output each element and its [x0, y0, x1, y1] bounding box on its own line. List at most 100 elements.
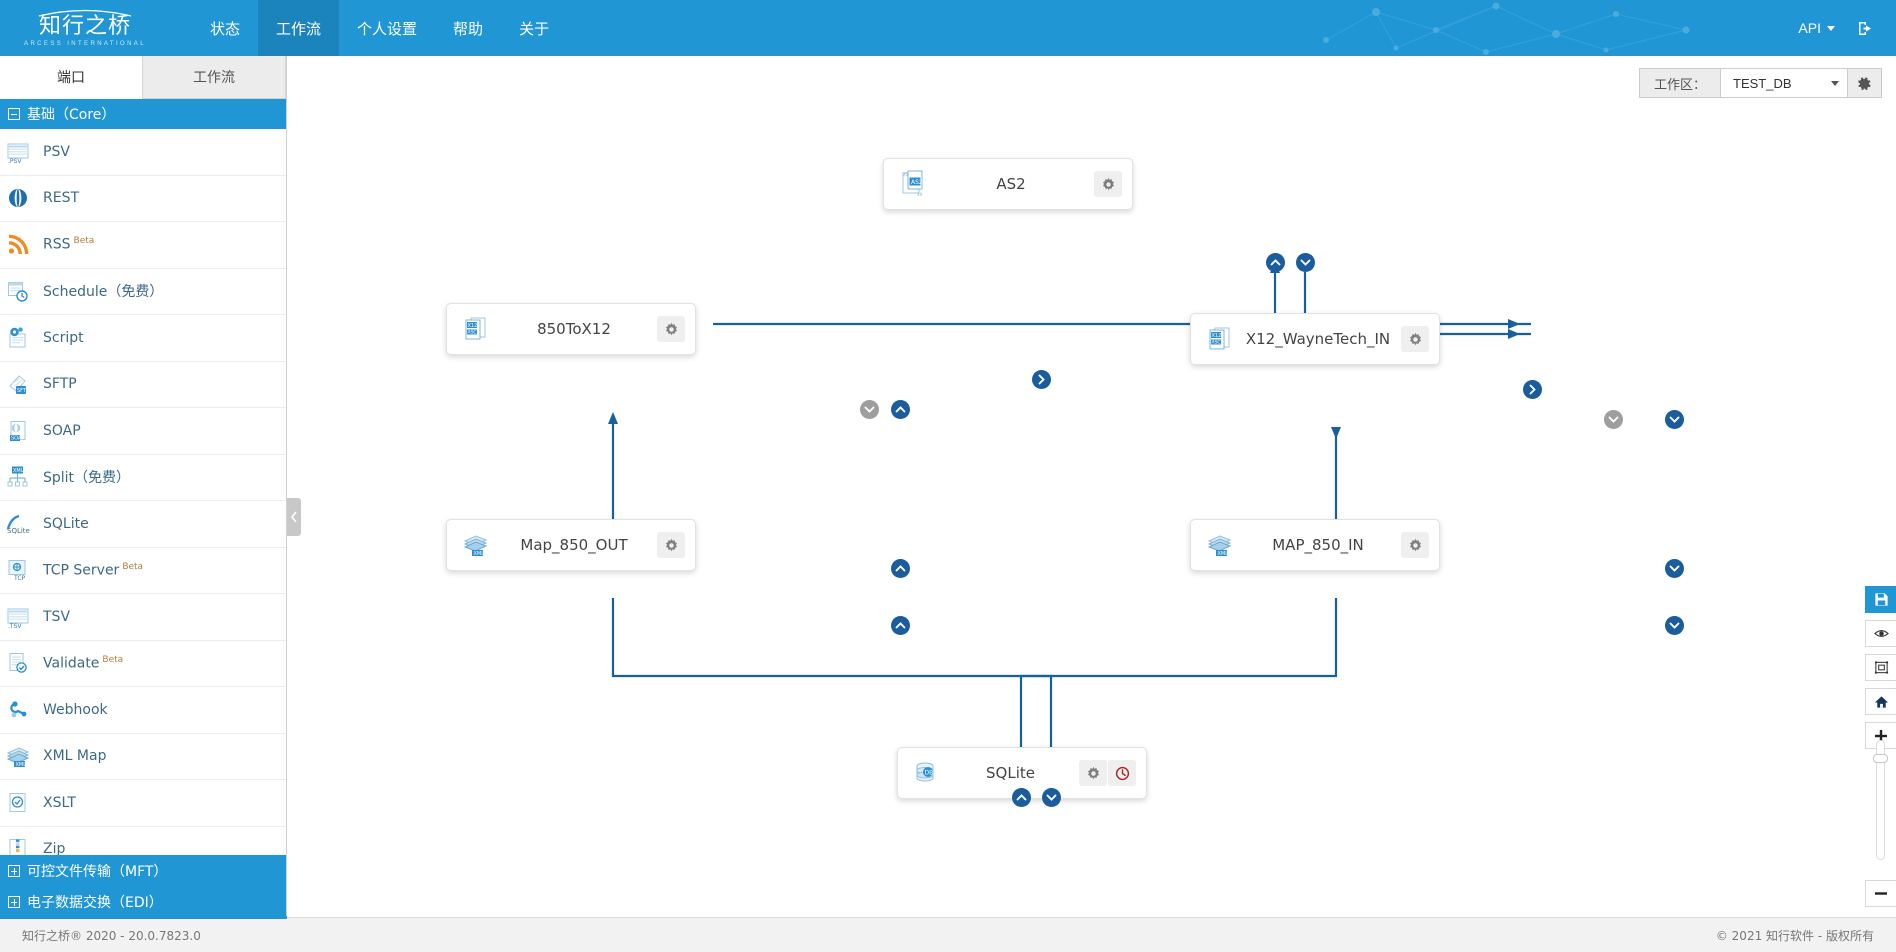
sidebar-item-label: REST: [43, 190, 80, 207]
node-buttons: [1094, 171, 1122, 197]
save-workflow-button[interactable]: [1865, 586, 1896, 613]
node-settings-button[interactable]: [1401, 326, 1429, 352]
node-map-850-out-bottom-input-connector[interactable]: [891, 616, 910, 635]
tab-workflows[interactable]: 工作流: [143, 56, 286, 98]
node-sqlite-input-connector[interactable]: [1012, 788, 1031, 807]
as2-icon: AS2 XS XX: [898, 169, 928, 199]
fit-to-screen-button[interactable]: [1865, 654, 1896, 681]
tsv-file-icon: .TSV: [5, 604, 31, 630]
node-settings-button[interactable]: [657, 316, 685, 342]
svg-text:TCP: TCP: [13, 575, 26, 582]
node-map-850-in-bottom-output-connector[interactable]: [1665, 616, 1684, 635]
app-logo[interactable]: 知行之桥 ARCESS INTERNATIONAL: [18, 8, 152, 49]
sidebar-item-schedule[interactable]: Schedule（免费）: [0, 269, 286, 315]
zoom-slider-track[interactable]: [1876, 740, 1885, 860]
sidebar-item-psv[interactable]: .PSV PSV: [0, 129, 286, 176]
port-type-list[interactable]: .PSV PSV REST: [0, 129, 286, 873]
toggle-visibility-button[interactable]: [1865, 620, 1896, 647]
node-pending-status-button[interactable]: [1108, 760, 1136, 786]
sidebar-group-mft[interactable]: 可控文件传输（MFT）: [0, 855, 286, 886]
sidebar-item-soap[interactable]: SOAP SOAP: [0, 408, 286, 455]
arrowhead: [1331, 427, 1341, 439]
nav-item-help[interactable]: 帮助: [453, 19, 484, 38]
workspace-settings-button[interactable]: [1848, 68, 1882, 98]
sidebar-item-label: XSLT: [43, 794, 76, 811]
workflow-node-map-850-out[interactable]: XML Map_850_OUT: [446, 519, 696, 571]
svg-text:.PSV: .PSV: [8, 158, 22, 164]
workflow-canvas[interactable]: 工作区： TEST_DB: [288, 56, 1896, 917]
x12-asc-icon: X12 ASC: [1205, 324, 1235, 354]
sidebar-item-sftp[interactable]: SFTP SFTP: [0, 362, 286, 408]
sidebar-item-sqlite[interactable]: SQLite SQLite: [0, 501, 286, 548]
sidebar-item-split[interactable]: XML Split（免费）: [0, 455, 286, 501]
workflow-node-as2[interactable]: AS2 XS XX AS2: [883, 158, 1133, 210]
sidebar-item-webhook[interactable]: Webhook: [0, 687, 286, 734]
node-settings-button[interactable]: [1079, 760, 1107, 786]
node-x12-waynetech-in-down-connector-secondary[interactable]: [1604, 410, 1623, 429]
navbar-right-group: API: [1784, 0, 1896, 56]
sidebar-item-xslt[interactable]: XSLT: [0, 780, 286, 827]
sidebar-item-rest[interactable]: REST: [0, 176, 286, 222]
nav-item-about[interactable]: 关于: [519, 19, 550, 38]
gear-icon: [665, 538, 677, 551]
sidebar-group-mft-label: 可控文件传输（MFT）: [27, 863, 168, 880]
workflow-node-850tox12[interactable]: X12 ASC 850ToX12: [446, 303, 696, 355]
gear-icon: [1858, 76, 1871, 90]
node-map-850-out-top-output-connector[interactable]: [891, 559, 910, 578]
node-850tox12-right-output-connector[interactable]: [1032, 370, 1051, 389]
svg-text:SFTP: SFTP: [17, 388, 29, 394]
sidebar-group-edi[interactable]: 电子数据交换（EDI）: [0, 886, 286, 917]
workspace-select[interactable]: TEST_DB: [1720, 68, 1848, 98]
node-850tox12-down-connector[interactable]: [860, 400, 879, 419]
sidebar-item-script[interactable]: Script: [0, 315, 286, 362]
node-sqlite-output-connector[interactable]: [1042, 788, 1061, 807]
api-menu-button[interactable]: API: [1784, 20, 1849, 36]
node-title: AS2: [996, 175, 1026, 193]
svg-text:ASC: ASC: [1212, 340, 1221, 346]
svg-text:XML: XML: [13, 468, 24, 474]
sidebar-collapse-handle[interactable]: [287, 498, 301, 536]
node-x12-waynetech-in-left-input-connector[interactable]: [1523, 380, 1542, 399]
node-buttons: [1401, 532, 1429, 558]
top-navbar: 知行之桥 ARCESS INTERNATIONAL 状态 工作流 个人设置 帮助…: [0, 0, 1896, 56]
nav-item-workflow[interactable]: 工作流: [258, 0, 340, 56]
workspace-label: 工作区：: [1638, 68, 1720, 98]
sidebar-item-label: Schedule（免费）: [43, 284, 164, 301]
sidebar-group-core[interactable]: 基础（Core）: [0, 99, 286, 129]
workflow-node-map-850-in[interactable]: XML MAP_850_IN: [1190, 519, 1440, 571]
sidebar-item-tsv[interactable]: .TSV TSV: [0, 594, 286, 641]
eye-icon: [1873, 630, 1889, 637]
sidebar-item-xml-map[interactable]: XML XML Map: [0, 734, 286, 780]
logout-button[interactable]: [1849, 20, 1896, 37]
node-settings-button[interactable]: [1094, 171, 1122, 197]
left-sidebar: 端口 工作流 基础（Core） .PSV PSV: [0, 56, 287, 917]
node-as2-input-connector[interactable]: [1266, 253, 1285, 272]
logo-english-text: ARCESS INTERNATIONAL: [24, 40, 146, 47]
node-850tox12-up-input-connector[interactable]: [891, 400, 910, 419]
zoom-out-button[interactable]: [1865, 880, 1896, 907]
node-map-850-in-top-input-connector[interactable]: [1665, 559, 1684, 578]
split-icon: XML: [5, 464, 31, 490]
sqlite-db-icon: DB: [912, 758, 942, 788]
zoom-slider-thumb[interactable]: [1873, 754, 1888, 763]
node-settings-button[interactable]: [1401, 532, 1429, 558]
nav-item-status[interactable]: 状态: [210, 19, 241, 38]
svg-text:XX: XX: [917, 192, 923, 197]
reset-view-home-button[interactable]: [1865, 688, 1896, 715]
tab-ports[interactable]: 端口: [0, 56, 143, 99]
zoom-level-slider[interactable]: [1873, 740, 1888, 860]
workflow-node-x12-waynetech-in[interactable]: X12 ASC X12_WayneTech_IN: [1190, 313, 1440, 365]
node-x12-waynetech-in-down-output-connector[interactable]: [1665, 410, 1684, 429]
page-footer: 知行之桥® 2020 - 20.0.7823.0 © 2021 知行软件 - 版…: [0, 916, 1896, 952]
node-settings-button[interactable]: [657, 532, 685, 558]
sidebar-item-label: XML Map: [43, 748, 107, 765]
svg-text:XML: XML: [16, 762, 27, 768]
nav-item-personal-settings[interactable]: 个人设置: [357, 19, 418, 38]
zoom-in-icon: [1875, 729, 1887, 742]
node-title: Map_850_OUT: [520, 536, 628, 554]
node-as2-output-connector[interactable]: [1296, 253, 1315, 272]
save-icon: [1874, 593, 1888, 606]
